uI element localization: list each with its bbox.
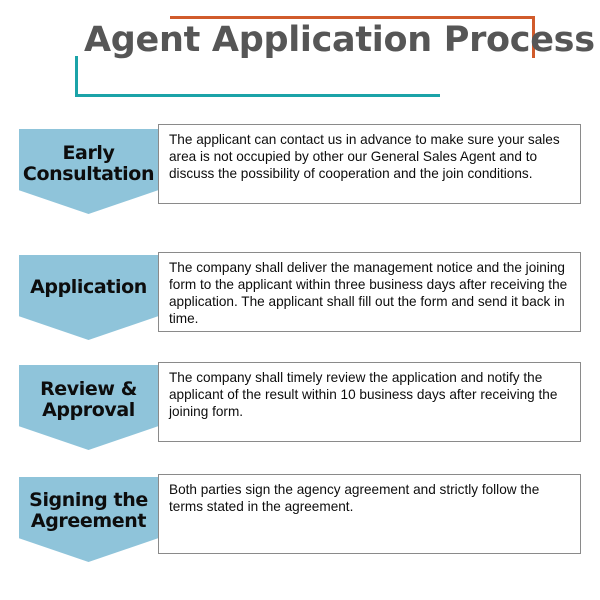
page-title: Agent Application Process	[84, 20, 595, 60]
title-bracket-top-rule	[170, 16, 535, 19]
step-3-label: Review & Approval	[19, 365, 158, 422]
title-bracket-right-rule	[532, 16, 535, 58]
process-step-2: Application The company shall deliver th…	[0, 252, 600, 344]
title-bracket-bottom-rule	[75, 94, 440, 97]
step-1-description-text: The applicant can contact us in advance …	[169, 132, 560, 181]
step-3-description-box: The company shall timely review the appl…	[158, 362, 581, 442]
step-3-description-text: The company shall timely review the appl…	[169, 370, 558, 419]
step-2-description-text: The company shall deliver the management…	[169, 260, 568, 326]
step-2-label-line-1: Application	[30, 276, 147, 298]
step-3-chevron: Review & Approval	[19, 365, 158, 450]
process-step-1: Early Consultation The applicant can con…	[0, 124, 600, 216]
step-4-label-line-2: Agreement	[30, 510, 147, 533]
step-3-label-line-2: Approval	[42, 399, 135, 422]
step-4-description-box: Both parties sign the agency agreement a…	[158, 474, 581, 554]
step-4-label-line-1: Signing the	[29, 489, 148, 511]
step-4-chevron: Signing the Agreement	[19, 477, 158, 562]
step-2-description-box: The company shall deliver the management…	[158, 252, 581, 332]
step-2-label: Application	[19, 255, 158, 298]
step-1-label-line-2: Consultation	[22, 163, 155, 186]
step-1-chevron: Early Consultation	[19, 129, 158, 214]
step-3-label-line-1: Review &	[40, 378, 137, 400]
step-4-label: Signing the Agreement	[19, 477, 158, 533]
title-bracket-left-rule	[75, 56, 78, 97]
step-4-description-text: Both parties sign the agency agreement a…	[169, 482, 540, 514]
title-block: Agent Application Process	[0, 0, 600, 112]
step-1-label: Early Consultation	[19, 129, 158, 186]
step-1-description-box: The applicant can contact us in advance …	[158, 124, 581, 204]
process-step-4: Signing the Agreement Both parties sign …	[0, 474, 600, 566]
step-2-chevron: Application	[19, 255, 158, 340]
step-1-label-line-1: Early	[62, 142, 115, 164]
process-step-3: Review & Approval The company shall time…	[0, 362, 600, 454]
